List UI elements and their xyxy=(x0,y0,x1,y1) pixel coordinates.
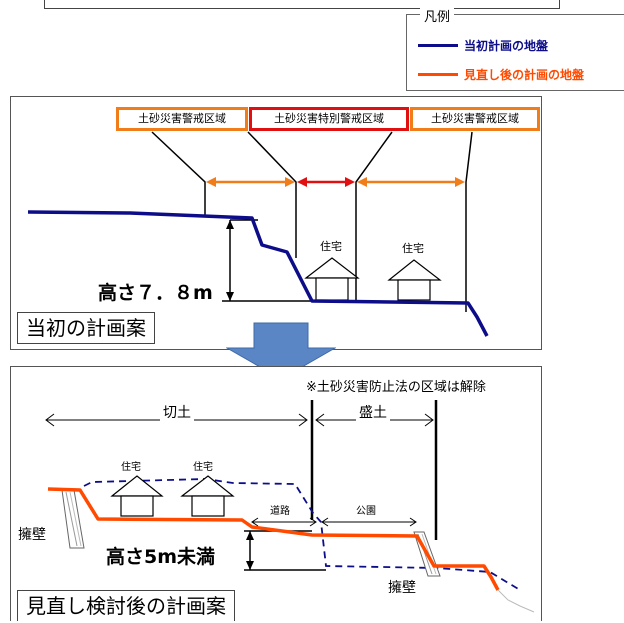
zone-arrow-left xyxy=(206,177,295,187)
retaining-wall-left-icon xyxy=(61,489,85,549)
initial-ground-line xyxy=(27,210,489,337)
revised-plan-panel xyxy=(10,366,542,621)
legend-label-initial: 当初計画の地盤 xyxy=(464,39,549,53)
retaining-wall-label-right: 擁壁 xyxy=(388,580,416,596)
house-label-1: 住宅 xyxy=(320,240,342,253)
road-width-arrow xyxy=(251,517,317,527)
transition-arrow-icon xyxy=(226,322,336,380)
initial-plan-caption: 当初の計画案 xyxy=(17,312,155,344)
park-label: 公園 xyxy=(356,506,376,517)
house-icon-2 xyxy=(387,259,442,301)
warning-zone-tag-left: 土砂災害警戒区域 xyxy=(116,107,248,131)
retaining-wall-label-left: 擁壁 xyxy=(18,527,46,543)
legend-box xyxy=(406,14,624,91)
legend-line-initial xyxy=(418,44,458,47)
existing-slope-line xyxy=(497,589,535,613)
legend-label-revised: 見直し後の計画の地盤 xyxy=(464,68,585,82)
house-label-4: 住宅 xyxy=(193,462,213,473)
house-label-3: 住宅 xyxy=(121,462,141,473)
legend-title: 凡例 xyxy=(420,6,455,25)
house-icon-4 xyxy=(180,475,235,517)
revised-ground-line xyxy=(47,487,500,591)
fill-label: 盛土 xyxy=(356,402,390,422)
house-icon-3 xyxy=(110,475,164,517)
legend-line-revised xyxy=(418,73,458,76)
zone-release-note: ※土砂災害防止法の区域は解除 xyxy=(306,380,486,395)
house-label-2: 住宅 xyxy=(402,242,424,255)
height-label-initial: 高さ７．８m xyxy=(98,278,213,305)
initial-plan-panel xyxy=(10,96,542,350)
revised-plan-caption: 見直し検討後の計画案 xyxy=(17,590,235,621)
cut-fill-boundaries xyxy=(310,400,438,540)
header-rule xyxy=(44,0,560,9)
special-warning-zone-tag: 土砂災害特別警戒区域 xyxy=(249,107,409,131)
original-ground-dashed-line xyxy=(83,478,521,591)
height-label-revised: 高さ5m未満 xyxy=(106,542,216,569)
road-label: 道路 xyxy=(270,506,290,517)
park-width-arrow xyxy=(321,517,417,527)
cut-label: 切土 xyxy=(160,402,194,422)
zone-arrow-right xyxy=(357,177,465,187)
height-dimension-2 xyxy=(244,530,326,571)
zone-leader-lines xyxy=(151,131,473,312)
zone-arrow-center xyxy=(297,177,355,187)
warning-zone-tag-right: 土砂災害警戒区域 xyxy=(410,107,540,131)
